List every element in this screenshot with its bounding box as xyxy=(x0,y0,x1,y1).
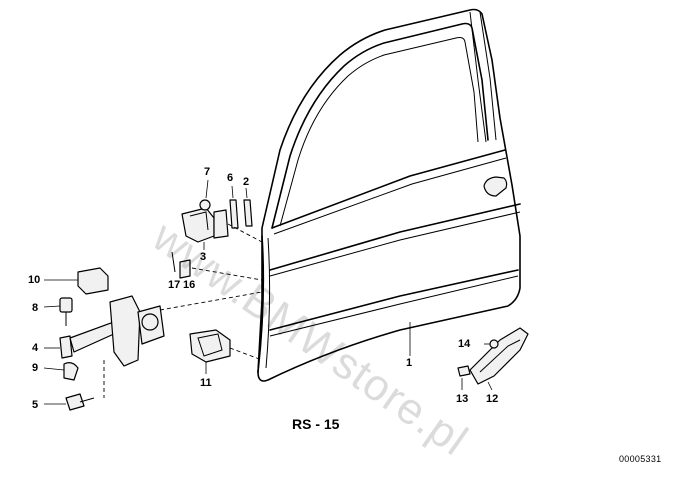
callout-10: 10 xyxy=(28,274,41,286)
callout-5: 5 xyxy=(32,399,39,411)
callout-14: 14 xyxy=(458,338,471,350)
upper-hinge-assembly xyxy=(181,179,263,250)
callout-8: 8 xyxy=(32,302,39,314)
diagram-caption: RS - 15 xyxy=(292,416,340,432)
fastener-parts-16-17 xyxy=(171,251,263,281)
callout-6: 6 xyxy=(227,172,234,184)
callout-7: 7 xyxy=(204,166,211,178)
callout-3: 3 xyxy=(200,251,207,263)
door-shell xyxy=(257,8,521,382)
callout-1: 1 xyxy=(406,357,413,369)
document-number: 00005331 xyxy=(619,454,662,464)
door-check-assembly xyxy=(43,291,263,411)
callout-13: 13 xyxy=(456,393,469,405)
callout-9: 9 xyxy=(32,362,39,374)
callout-2: 2 xyxy=(243,176,250,188)
callout-12: 12 xyxy=(486,393,499,405)
part-10-block xyxy=(44,267,109,295)
callout-16: 16 xyxy=(183,279,196,291)
lower-hinge-assembly xyxy=(189,329,263,374)
callout-11: 11 xyxy=(200,377,212,389)
callout-4: 4 xyxy=(32,342,39,354)
callout-17: 17 xyxy=(168,279,181,291)
lock-bracket-assembly xyxy=(457,327,529,391)
